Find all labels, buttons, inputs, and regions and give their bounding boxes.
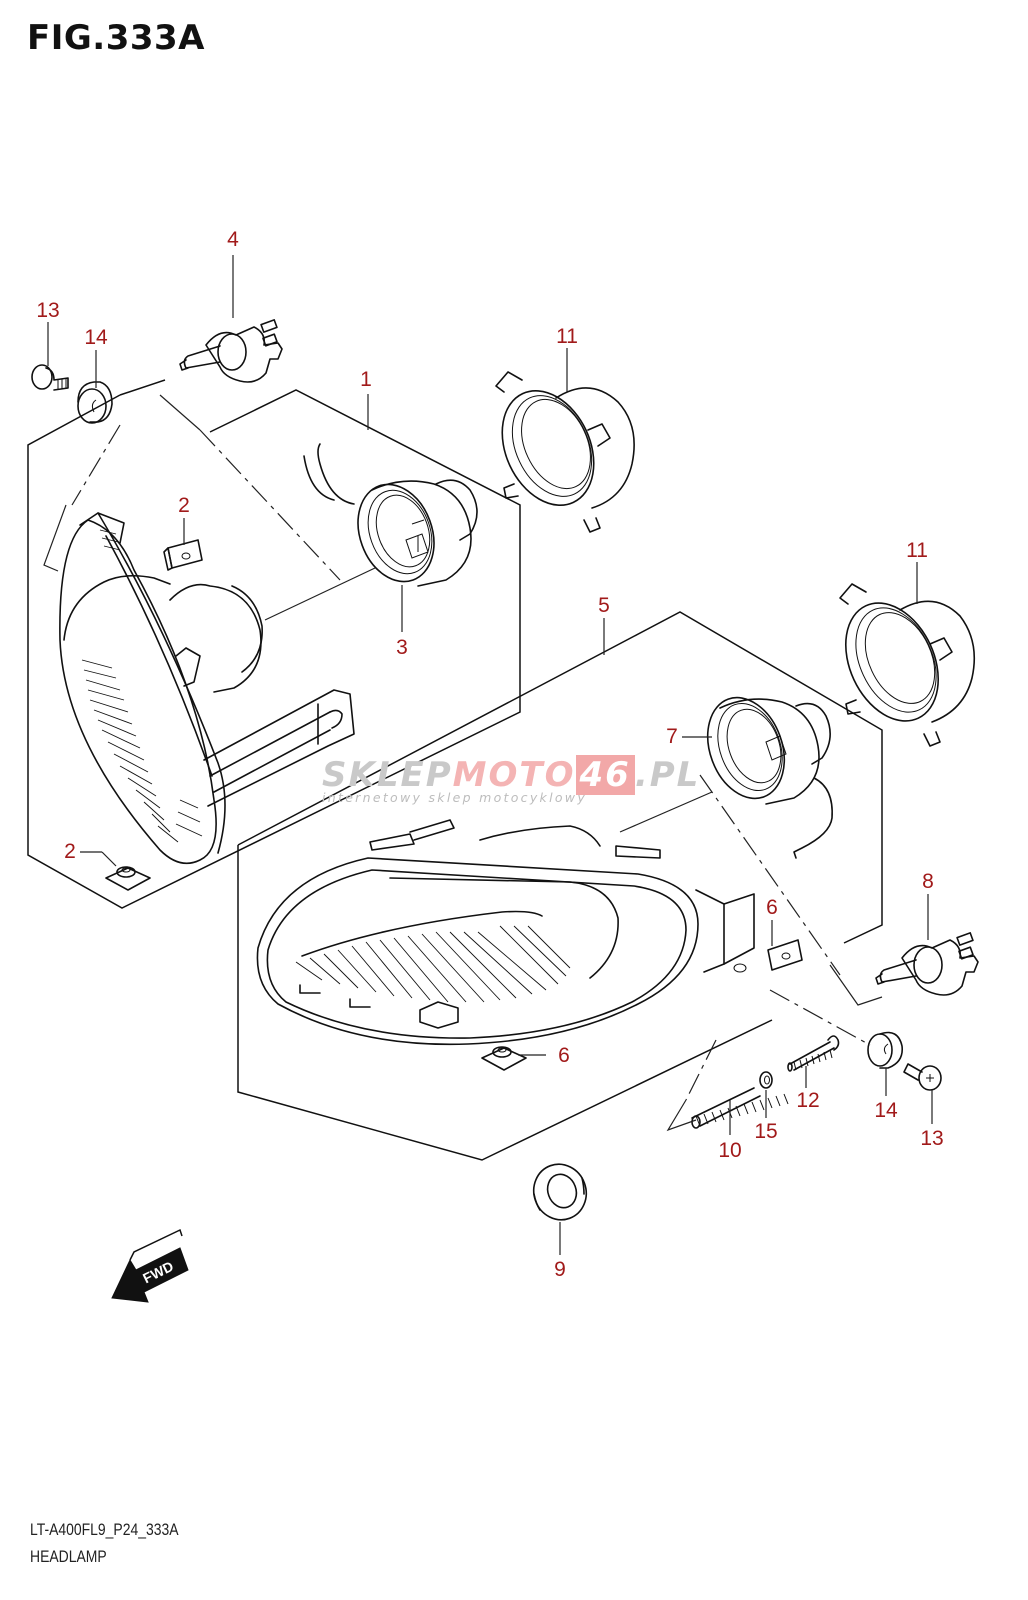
callout-1: 1 [360,368,372,391]
clip-nut-lower-left [105,866,151,891]
cushion-left-part [77,381,113,424]
bulb-socket-right-part [706,696,833,859]
forward-arrow-icon: FWD [111,1228,189,1303]
clip-nut-upper-right [767,939,803,971]
callout-7: 7 [666,725,678,748]
callout-11-left: 11 [556,325,578,348]
callout-labels: 1 2 2 3 4 5 6 6 7 8 9 10 11 11 12 13 13 … [36,228,943,1281]
callout-2-upper: 2 [178,494,190,517]
screw-right-part [903,1063,942,1091]
grommet-part [532,1163,588,1221]
headlamp-right-part [256,819,755,1046]
callout-11-right: 11 [906,539,928,562]
bulb-socket-left-part [303,443,478,587]
lens-hatching-left [81,529,203,843]
adjusting-screw-part [787,1035,840,1072]
clip-nut-upper-left [163,539,203,571]
clip-nut-lower-right [481,1046,527,1071]
callout-6-upper: 6 [766,896,778,919]
assembly-leaders [43,394,883,1132]
headlamp-left-part [59,512,355,865]
screw-left-part [31,364,69,391]
callout-4: 4 [227,228,239,251]
bulb-right-part [875,932,979,996]
washer-part [759,1071,773,1089]
callout-14-left: 14 [84,326,108,349]
callout-13-right: 13 [920,1127,943,1150]
callout-leaders [47,255,933,1255]
callout-2-lower: 2 [64,840,76,863]
retaining-ring-right-part [839,583,976,747]
callout-15: 15 [754,1120,777,1143]
lens-hatching-right [295,925,571,1003]
callout-9: 9 [554,1258,566,1281]
callout-10: 10 [718,1139,741,1162]
callout-5: 5 [598,594,610,617]
retaining-ring-left-part [495,371,635,533]
bulb-left-part [179,319,283,383]
model-code: LT-A400FL9_P24_333A [30,1520,179,1539]
assembly-frame-left [27,379,521,909]
section-name: HEADLAMP [30,1547,107,1566]
callout-13-left: 13 [36,299,59,322]
callout-14-right: 14 [874,1099,898,1122]
assembly-frame-right [237,611,883,1161]
callout-8: 8 [922,870,934,893]
callout-3: 3 [396,636,408,659]
cushion-right-part [867,1031,904,1069]
callout-12: 12 [796,1089,819,1112]
figure-title: FIG.333A [27,18,205,58]
callout-6-lower: 6 [558,1044,570,1067]
